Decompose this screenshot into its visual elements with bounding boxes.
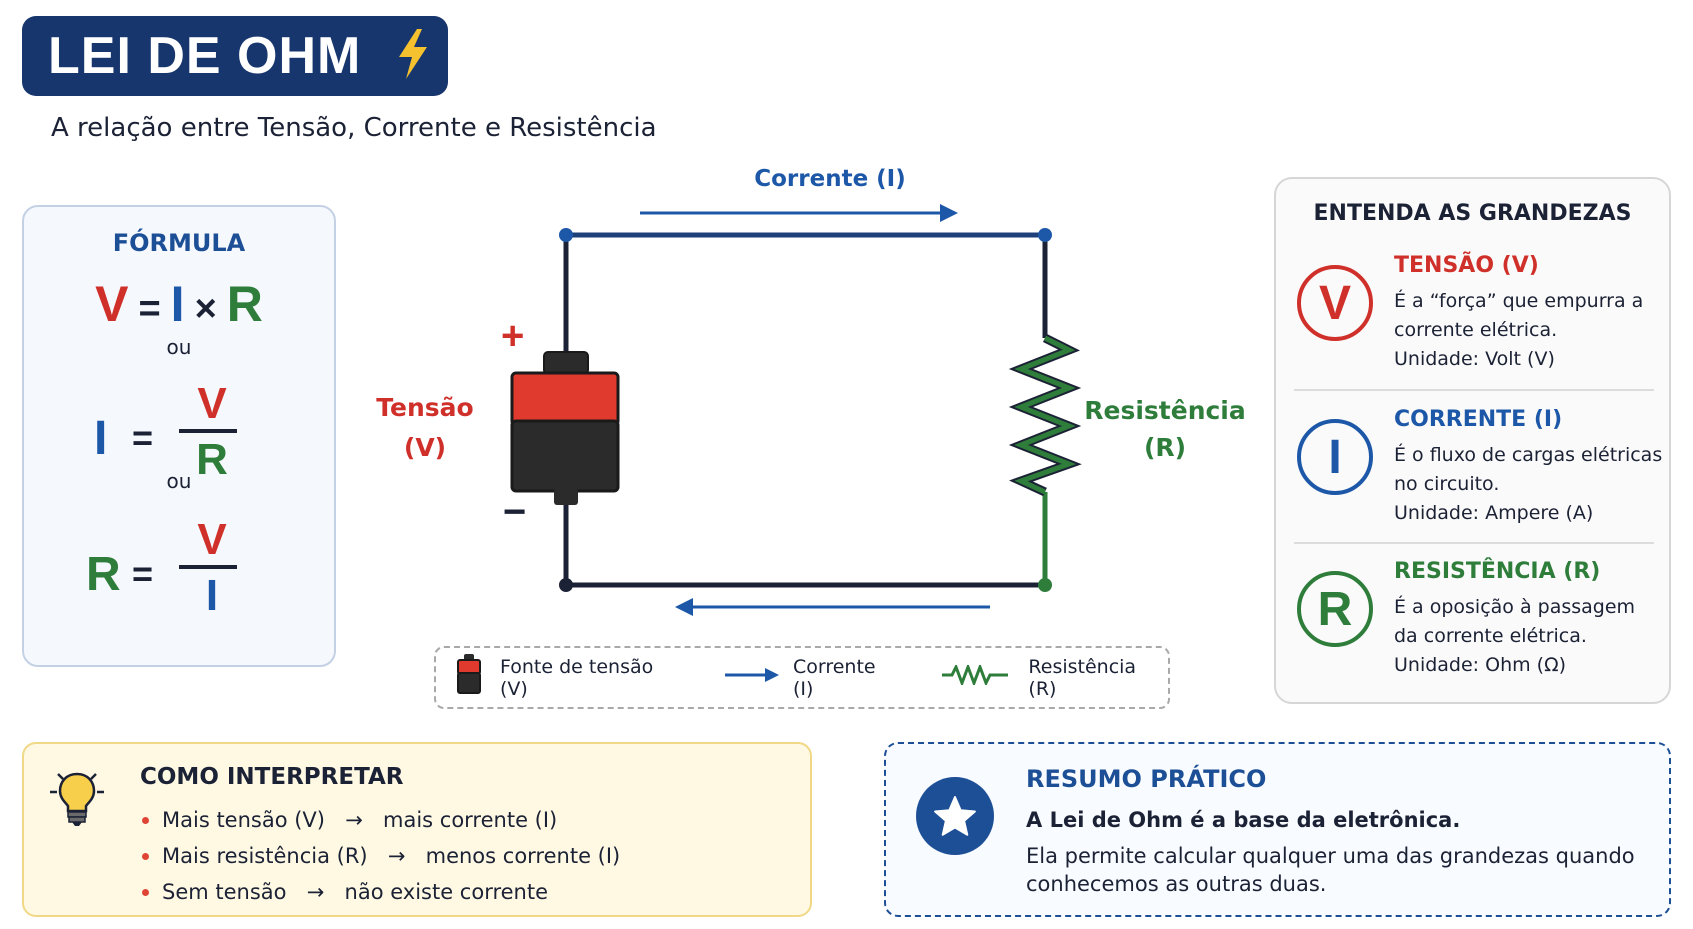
formula-equals: =: [138, 288, 161, 330]
current-arrow-bottom: [675, 598, 990, 616]
resistance-label-line2: (R): [1143, 433, 1187, 462]
summary-card: RESUMO PRÁTICO A Lei de Ohm é a base da …: [884, 742, 1671, 917]
formula-current: I = V R: [24, 379, 334, 485]
voltage-label-line1: Tensão: [376, 393, 474, 422]
formula-resistance-numerator: V: [197, 515, 227, 564]
formula-resistance: R = V I: [24, 515, 334, 621]
circuit-node: [559, 228, 573, 242]
quantity-description: É o fluxo de cargas elétricas no circuit…: [1394, 444, 1663, 495]
list-item: Mais tensão (V) → mais corrente (I): [140, 802, 620, 838]
interpret-cause: Mais resistência (R): [162, 844, 368, 868]
summary-headline: A Lei de Ohm é a base da eletrônica.: [1026, 808, 1461, 832]
resistance-label-line1: Resistência: [1084, 396, 1246, 425]
plus-sign: +: [501, 314, 525, 358]
lightning-bolt-icon: [395, 29, 431, 83]
resistor-icon: [1008, 333, 1082, 497]
quantity-unit: Unidade: Volt (V): [1394, 348, 1555, 370]
interpret-list: Mais tensão (V) → mais corrente (I) Mais r…: [140, 802, 620, 910]
page-subtitle: A relação entre Tensão, Corrente e Resis…: [51, 113, 657, 143]
interpret-title: COMO INTERPRETAR: [140, 764, 404, 790]
legend-source-label: Fonte de tensão (V): [500, 655, 654, 700]
legend-current-label: Corrente (I): [792, 655, 876, 700]
voltage-circle-icon: V: [1297, 265, 1373, 341]
list-item: Mais resistência (R) → menos corrente (I): [140, 838, 620, 874]
formula-v: V: [95, 276, 129, 332]
battery-icon: [456, 653, 482, 702]
interpret-cause: Mais tensão (V): [162, 808, 325, 832]
formula-card: FÓRMULA V=I×R ou I = V R ou R = V I: [22, 205, 336, 667]
quantity-title: CORRENTE (I): [1394, 407, 1563, 432]
legend-item-current: Corrente (I): [724, 655, 900, 700]
voltage-label: Tensão (V): [370, 388, 480, 468]
quantity-description: É a “força” que empurra a corrente elétr…: [1394, 290, 1644, 341]
interpret-card: COMO INTERPRETAR Mais tensão (V) → mais co…: [22, 742, 812, 917]
formula-r: R: [226, 276, 263, 332]
circuit-diagram: [510, 204, 1082, 616]
legend-item-resistance: Resistência (R): [942, 656, 1168, 700]
formula-current-denominator: R: [196, 435, 228, 484]
star-icon: [916, 777, 994, 855]
formula-current-equals: =: [132, 417, 154, 458]
arrow-right-icon: →: [387, 844, 406, 868]
current-arrow-top: [640, 204, 958, 222]
list-item: Sem tensão → não existe corrente: [140, 874, 620, 910]
resistor-icon: [942, 662, 1009, 690]
fraction-bar: [179, 429, 237, 433]
quantity-title: RESISTÊNCIA (R): [1394, 559, 1601, 584]
interpret-effect: não existe corrente: [344, 880, 549, 904]
arrow-right-icon: [724, 666, 779, 689]
lightbulb-icon: [48, 766, 106, 832]
quantity-unit: Unidade: Ampere (A): [1394, 502, 1594, 524]
interpret-effect: menos corrente (I): [425, 844, 621, 868]
formula-times: ×: [194, 288, 217, 330]
legend: Fonte de tensão (V) Corrente (I) Resistê…: [434, 646, 1170, 709]
page-title: LEI DE OHM: [48, 27, 362, 85]
battery-icon: [510, 351, 620, 505]
quantity-title: TENSÃO (V): [1394, 253, 1539, 278]
quantity-resistance: R RESISTÊNCIA (R) É a oposição à passage…: [1276, 557, 1669, 697]
circuit-node: [1038, 228, 1052, 242]
current-label: Corrente (I): [754, 166, 906, 192]
interpret-effect: mais corrente (I): [383, 808, 558, 832]
fraction-bar: [179, 565, 237, 569]
formula-main: V=I×R: [24, 275, 334, 333]
formula-resistance-denominator: I: [205, 571, 219, 620]
divider: [1294, 542, 1654, 544]
title-banner: LEI DE OHM: [22, 16, 448, 96]
divider: [1294, 389, 1654, 391]
formula-resistance-lhs: R: [86, 548, 121, 601]
circuit-node: [559, 578, 573, 592]
current-circle-icon: I: [1297, 419, 1373, 495]
resistance-circle-icon: R: [1297, 571, 1373, 647]
arrow-right-icon: →: [306, 880, 325, 904]
interpret-cause: Sem tensão: [162, 880, 287, 904]
formula-resistance-equals: =: [132, 553, 154, 594]
legend-item-source: Fonte de tensão (V): [456, 653, 685, 702]
quantity-description: É a oposição à passagem da corrente elét…: [1394, 596, 1636, 647]
quantity-unit: Unidade: Ohm (Ω): [1394, 654, 1567, 676]
formula-current-lhs: I: [94, 412, 108, 465]
quantity-voltage: V TENSÃO (V) É a “força” que empurra a c…: [1276, 251, 1669, 391]
legend-resistance-label: Resistência (R): [1028, 655, 1137, 700]
quantity-current: I CORRENTE (I) É o fluxo de cargas elétr…: [1276, 405, 1669, 545]
circuit-node: [1038, 578, 1052, 592]
circuit-wires: [563, 232, 1048, 588]
or-label: ou: [166, 335, 192, 359]
summary-text: Ela permite calcular qualquer uma das gr…: [1026, 844, 1635, 896]
summary-title: RESUMO PRÁTICO: [1026, 765, 1267, 793]
voltage-label-line2: (V): [403, 433, 447, 462]
or-label: ou: [166, 469, 192, 493]
quantities-card: ENTENDA AS GRANDEZAS V TENSÃO (V) É a “f…: [1274, 177, 1671, 704]
resistance-label: Resistência (R): [1075, 392, 1255, 466]
minus-sign: −: [503, 490, 527, 534]
formula-i: I: [170, 276, 185, 332]
formula-current-numerator: V: [197, 379, 227, 428]
quantities-heading: ENTENDA AS GRANDEZAS: [1313, 201, 1632, 226]
formula-heading: FÓRMULA: [112, 229, 246, 257]
arrow-right-icon: →: [345, 808, 363, 832]
